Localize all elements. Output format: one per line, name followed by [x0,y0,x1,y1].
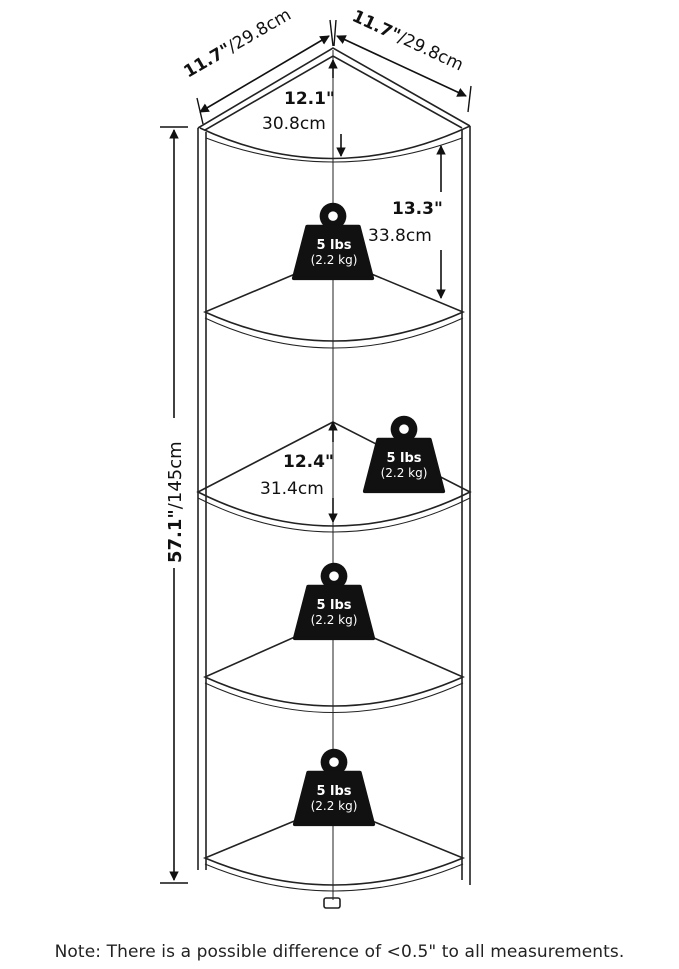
dim-top-shelf-depth: 12.1" 30.8cm [262,59,346,157]
svg-text:5 lbs: 5 lbs [316,238,351,253]
dim-middle-shelf-inch: 12.4" [283,452,334,472]
left-side-panel [197,128,207,870]
dim-shelf-spacing: 13.3" 33.8cm [366,145,450,299]
dim-top-left-inch: 11.7" [181,40,235,83]
dim-total-height: 57.1"/145cm [160,126,188,884]
weight-icon-1: 5 lbs (2.2 kg) [294,203,372,278]
svg-text:11.7"/29.8cm: 11.7"/29.8cm [181,5,295,82]
svg-text:11.7"/29.8cm: 11.7"/29.8cm [349,6,466,75]
measurement-note: Note: There is a possible difference of … [54,942,625,962]
shelf-4 [203,619,465,707]
dim-height-inch: 57.1" [165,509,186,563]
dim-spacing-cm: 33.8cm [368,226,432,246]
svg-text:5 lbs: 5 lbs [316,598,351,613]
dim-top-shelf-cm: 30.8cm [262,114,326,134]
dim-top-right: 11.7"/29.8cm [333,6,472,113]
svg-text:(2.2 kg): (2.2 kg) [311,799,358,813]
shelf-1 [199,125,471,160]
shelf-unit [196,47,472,909]
svg-text:5 lbs: 5 lbs [316,784,351,799]
svg-text:57.1"/145cm: 57.1"/145cm [165,441,186,563]
dim-top-right-inch: 11.7" [349,6,404,46]
shelf-3 [196,421,472,527]
right-side-panel [461,126,471,885]
dim-spacing-inch: 13.3" [392,199,443,219]
dim-middle-shelf-depth: 12.4" 31.4cm [260,421,338,523]
weight-icon-2: 5 lbs (2.2 kg) [365,416,443,491]
shelf-2 [203,257,466,342]
weight-icon-4: 5 lbs (2.2 kg) [295,749,373,824]
weight-icon-3: 5 lbs (2.2 kg) [295,563,373,638]
shelf-5 [202,804,466,886]
dim-middle-shelf-cm: 31.4cm [260,479,324,499]
dim-top-shelf-inch: 12.1" [284,89,335,109]
foot [323,897,341,909]
svg-text:(2.2 kg): (2.2 kg) [311,613,358,627]
svg-text:5 lbs: 5 lbs [386,451,421,466]
dim-height-cm: /145cm [165,441,186,509]
dim-top-left-cm: /29.8cm [225,5,295,57]
svg-text:(2.2 kg): (2.2 kg) [311,253,358,267]
svg-text:(2.2 kg): (2.2 kg) [381,466,428,480]
